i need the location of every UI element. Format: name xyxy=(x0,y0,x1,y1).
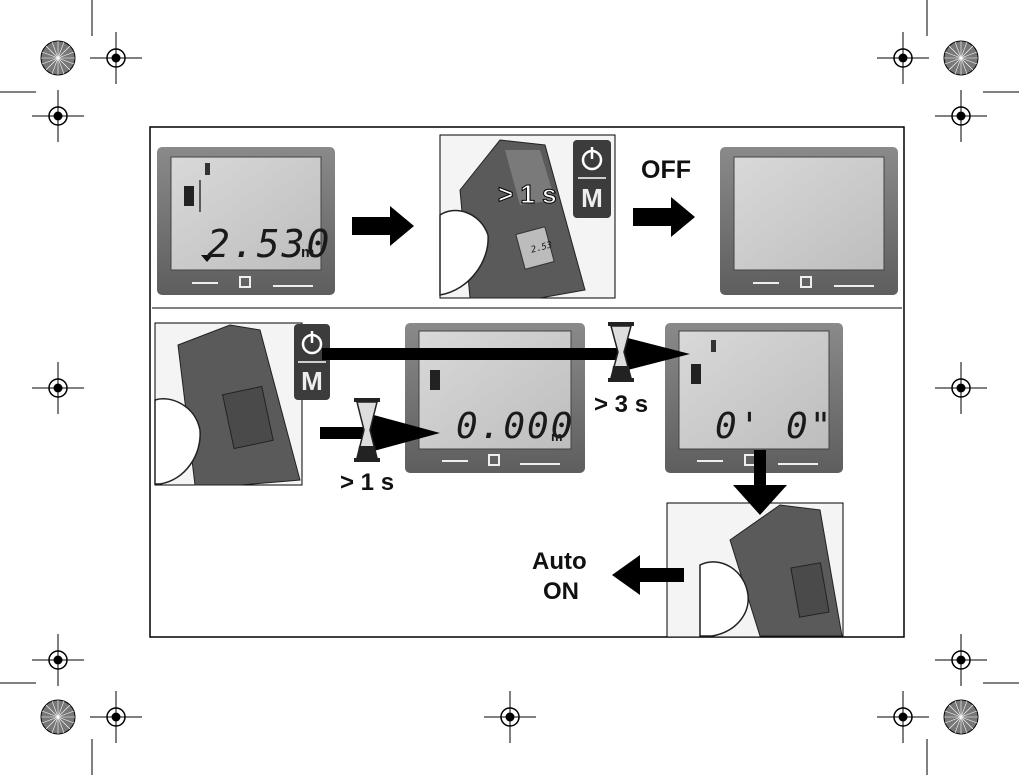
lcd-unit-top-left: m xyxy=(301,245,314,260)
wait-duration-label: > 3 s xyxy=(594,393,648,417)
auto-on-label-line2: ON xyxy=(543,580,579,604)
auto-on-label-line1: Auto xyxy=(532,550,587,574)
lcd-unit-bottom-middle: m xyxy=(551,430,563,443)
press-duration-off-label: > 1 s xyxy=(498,181,557,207)
mode-button-letter-bottom: M xyxy=(294,368,330,394)
off-label: OFF xyxy=(641,158,691,183)
lcd-reading-bottom-right: 0' 0" xyxy=(715,409,833,445)
press-duration-on-label: > 1 s xyxy=(340,471,394,495)
mode-button-letter-top: M xyxy=(573,185,611,211)
